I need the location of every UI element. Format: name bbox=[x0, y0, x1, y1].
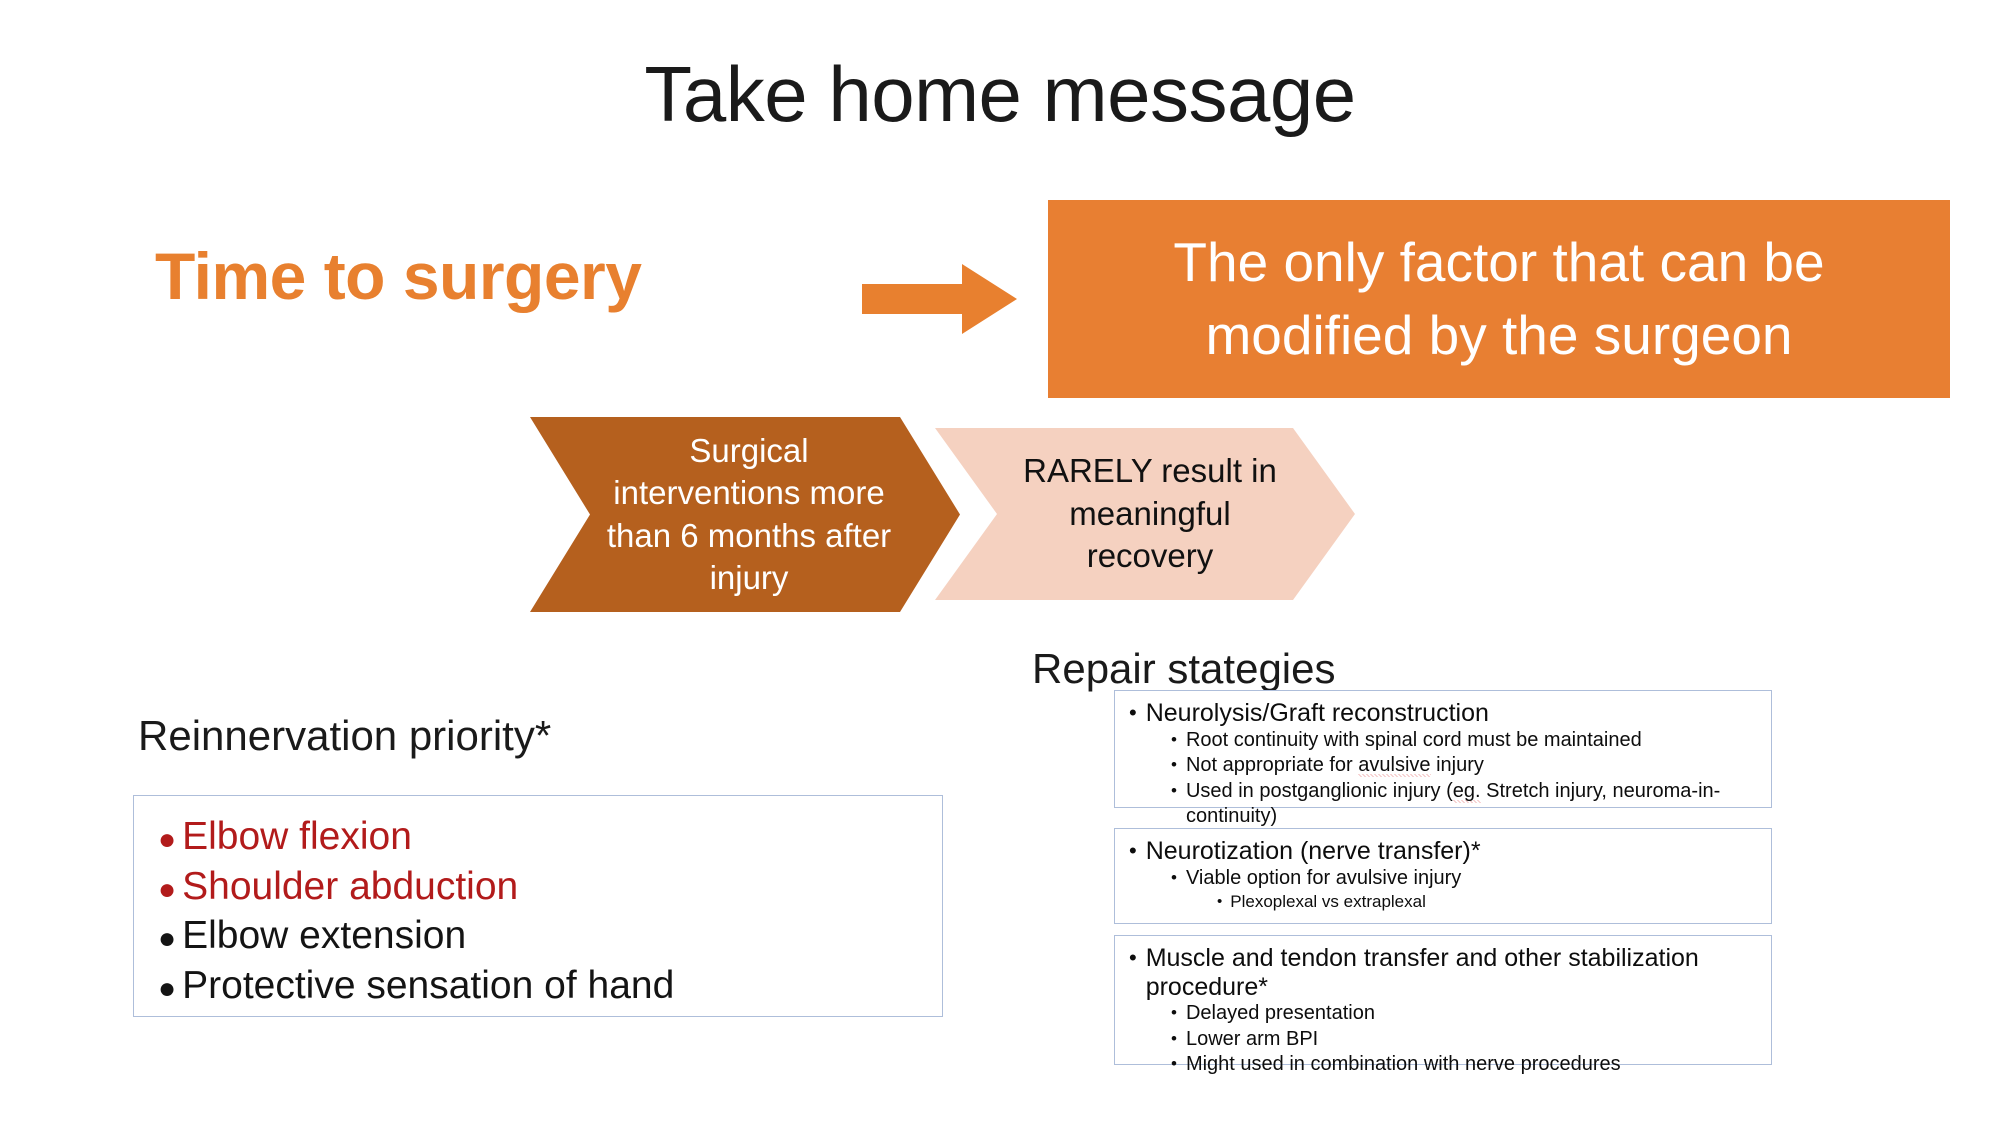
bullet-icon: • bbox=[1129, 945, 1137, 970]
list-item: • Not appropriate for avulsive injury bbox=[1125, 753, 1761, 779]
bullet-icon: • bbox=[1171, 729, 1177, 749]
repair-box-neurotization: • Neurotization (nerve transfer)* • Viab… bbox=[1114, 828, 1772, 924]
bullet-icon: ● bbox=[158, 922, 177, 956]
spellcheck-misspelled-word: avulsive bbox=[1358, 754, 1431, 778]
list-item: • Root continuity with spinal cord must … bbox=[1125, 728, 1761, 754]
bullet-icon: • bbox=[1171, 780, 1177, 800]
bullet-icon: • bbox=[1171, 1054, 1177, 1074]
list-item-label: Elbow extension bbox=[182, 914, 467, 958]
repair-box-neurolysis: • Neurolysis/Graft reconstruction • Root… bbox=[1114, 690, 1772, 827]
list-item: ● Shoulder abduction bbox=[158, 862, 934, 912]
reinnervation-priority-heading: Reinnervation priority* bbox=[138, 712, 552, 759]
chevron-rarely-result-text: RARELY result in meaningful recovery bbox=[1023, 451, 1277, 575]
list-item-label: Lower arm BPI bbox=[1185, 1027, 1319, 1050]
list-item-label: Not appropriate for avulsive injury bbox=[1185, 754, 1484, 778]
bullet-icon: ● bbox=[158, 823, 177, 856]
list-item-label: Viable option for avulsive injury bbox=[1185, 866, 1462, 889]
spellcheck-misspelled-word: eg. bbox=[1452, 779, 1481, 803]
list-item-label: Used in postganglionic injury (eg. Stret… bbox=[1185, 779, 1721, 828]
key-message-banner: The only factor that can be modified by … bbox=[1048, 200, 1950, 398]
list-item-label: Muscle and tendon transfer and other sta… bbox=[1145, 944, 1699, 1001]
right-arrow-icon bbox=[862, 264, 1017, 334]
time-to-surgery-label: Time to surgery bbox=[155, 239, 642, 313]
list-item: ● Elbow flexion bbox=[158, 812, 934, 862]
chevron-surgical-interventions-text: Surgical interventions more than 6 month… bbox=[606, 432, 892, 596]
list-item-label: Plexoplexal vs extraplexal bbox=[1230, 892, 1426, 912]
bullet-icon: • bbox=[1171, 867, 1177, 887]
list-item-label: Shoulder abduction bbox=[182, 864, 519, 908]
list-item-label: Delayed presentation bbox=[1185, 1002, 1375, 1024]
list-item: ● Elbow extension bbox=[158, 911, 934, 961]
repair-strategies-heading: Repair stategies bbox=[1032, 645, 1336, 692]
page-title: Take home message bbox=[644, 50, 1356, 138]
list-item-label: Elbow flexion bbox=[182, 815, 412, 858]
bullet-icon: • bbox=[1129, 700, 1137, 725]
bullet-icon: • bbox=[1171, 1003, 1177, 1022]
list-item: • Might used in combination with nerve p… bbox=[1125, 1052, 1761, 1078]
key-message-banner-text: The only factor that can be modified by … bbox=[1173, 231, 1825, 366]
list-item: • Muscle and tendon transfer and other s… bbox=[1125, 944, 1761, 1001]
list-item: • Plexoplexal vs extraplexal bbox=[1125, 891, 1761, 913]
list-item-label: Neurolysis/Graft reconstruction bbox=[1145, 699, 1489, 727]
list-item: • Lower arm BPI bbox=[1125, 1027, 1761, 1053]
bullet-icon: • bbox=[1217, 893, 1223, 911]
list-item-label: Neurotization (nerve transfer)* bbox=[1145, 837, 1481, 865]
list-item: • Viable option for avulsive injury bbox=[1125, 866, 1761, 892]
bullet-icon: • bbox=[1171, 1028, 1177, 1048]
bullet-icon: ● bbox=[158, 971, 177, 1005]
list-item: ● Protective sensation of hand bbox=[158, 961, 934, 1011]
repair-box-muscle-tendon-transfer: • Muscle and tendon transfer and other s… bbox=[1114, 935, 1772, 1075]
bullet-icon: ● bbox=[158, 872, 177, 906]
chevron-rarely-result: RARELY result in meaningful recovery bbox=[935, 428, 1355, 600]
list-item: • Delayed presentation bbox=[1125, 1001, 1761, 1027]
list-item-label: Protective sensation of hand bbox=[182, 963, 675, 1007]
list-item: • Used in postganglionic injury (eg. Str… bbox=[1125, 779, 1761, 830]
list-item: • Neurotization (nerve transfer)* bbox=[1125, 837, 1761, 866]
list-item-label: Root continuity with spinal cord must be… bbox=[1185, 728, 1642, 751]
list-item-label: Might used in combination with nerve pro… bbox=[1185, 1053, 1621, 1076]
chevron-surgical-interventions: Surgical interventions more than 6 month… bbox=[530, 417, 960, 612]
reinnervation-priority-box: ● Elbow flexion ● Shoulder abduction ● E… bbox=[133, 795, 943, 1017]
bullet-icon: • bbox=[1171, 755, 1177, 775]
bullet-icon: • bbox=[1129, 838, 1137, 863]
list-item: • Neurolysis/Graft reconstruction bbox=[1125, 699, 1761, 728]
